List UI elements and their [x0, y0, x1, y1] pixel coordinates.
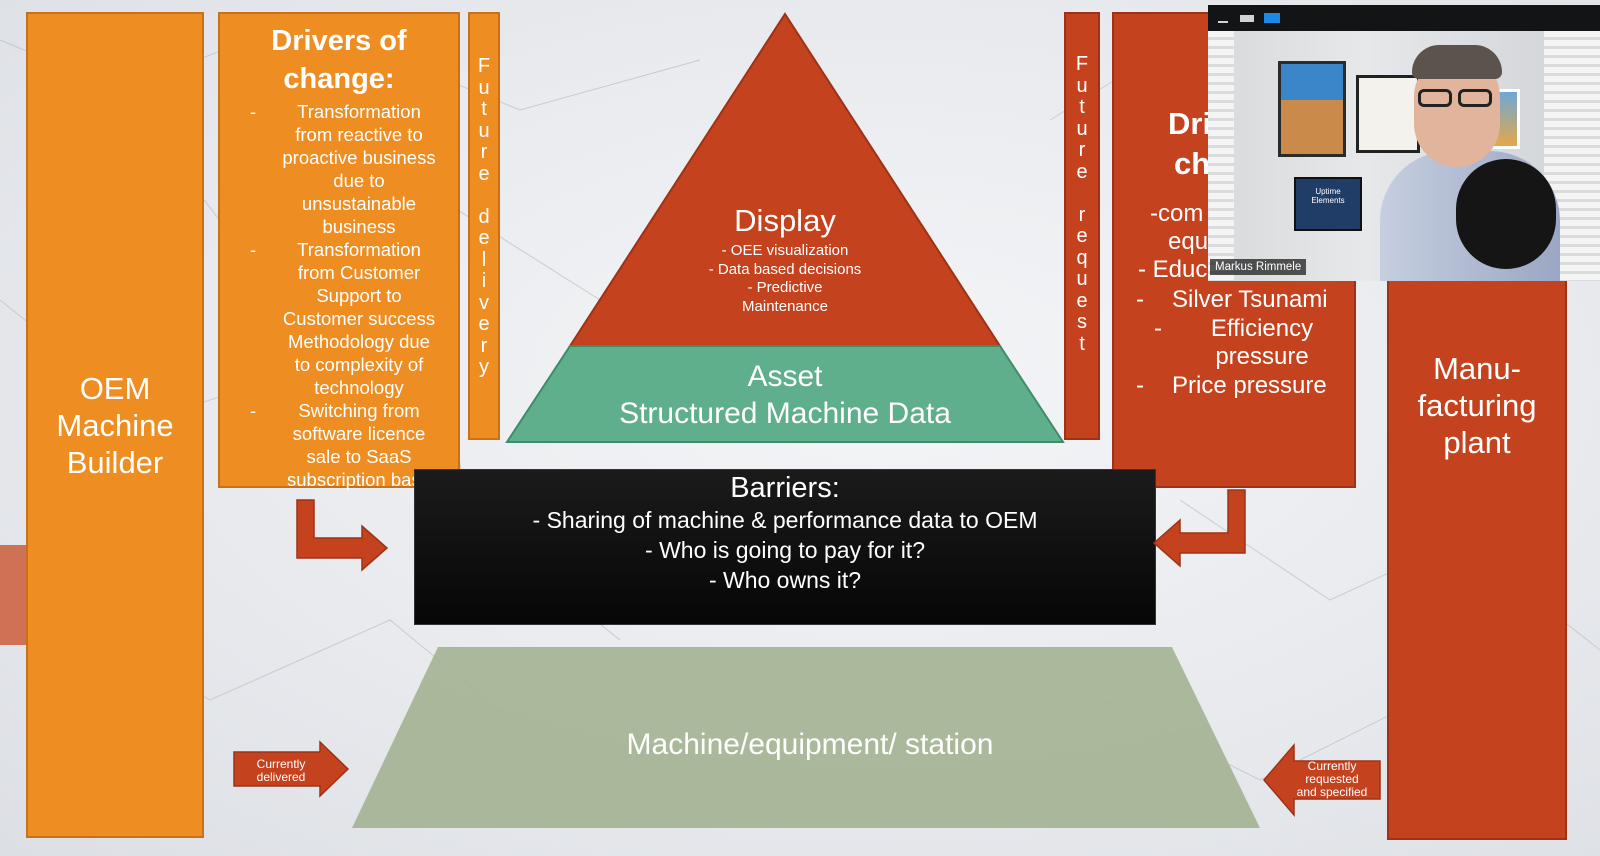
minimize-icon[interactable] — [1218, 21, 1228, 23]
pyramid-graphic — [505, 12, 1065, 443]
video-call-overlay[interactable]: Uptime Elements Markus Rimmele — [1208, 5, 1600, 281]
drivers-right-item: Silver Tsunami — [1172, 286, 1328, 313]
video-toolbar — [1208, 5, 1600, 31]
list-item: -Transformation from Customer Support to… — [250, 239, 436, 398]
oem-machine-builder-box: OEM Machine Builder — [26, 12, 204, 838]
machine-equipment-base — [352, 647, 1260, 828]
list-item: - Who is going to pay for it? — [645, 537, 925, 563]
drivers-right-title-line2: ch — [1174, 146, 1211, 181]
list-item: -Transformation from reactive to proacti… — [250, 101, 436, 237]
participant-video: Uptime Elements Markus Rimmele — [1208, 31, 1600, 281]
drivers-of-change-left-box: Drivers of change: -Transformation from … — [218, 12, 460, 491]
drivers-right-partial-line: - Educ — [1138, 256, 1208, 283]
drivers-of-change-list: -Transformation from reactive to proacti… — [220, 100, 458, 491]
display-items: - OEE visualization - Data based decisio… — [660, 242, 910, 316]
list-item: - Data based decisions — [708, 260, 862, 278]
list-item: - Sharing of machine & performance data … — [532, 507, 1038, 533]
drivers-right-partial-line: -com — [1150, 200, 1204, 227]
display-title: Display — [734, 203, 836, 238]
barriers-title: Barriers: — [730, 472, 840, 504]
drivers-right-item: Efficiency pressure — [1210, 315, 1314, 370]
fullscreen-icon[interactable] — [1264, 13, 1280, 23]
list-item: - Who owns it? — [708, 567, 862, 593]
wall-picture — [1278, 61, 1346, 157]
oem-machine-builder-label: OEM Machine Builder — [56, 370, 174, 480]
list-item: - Predictive Maintenance — [742, 279, 828, 315]
restore-icon[interactable] — [1240, 15, 1254, 22]
list-item: -Switching from software licence sale to… — [250, 400, 431, 490]
drivers-right-item: Price pressure — [1172, 372, 1327, 399]
currently-delivered-arrow-icon — [233, 740, 350, 798]
participant-name-tag: Markus Rimmele — [1210, 259, 1307, 275]
manufacturing-plant-label: Manu- facturing plant — [1417, 351, 1537, 460]
arrow-right-into-barriers-icon — [1152, 489, 1246, 568]
microphone — [1456, 159, 1556, 269]
arrow-left-into-barriers-icon — [296, 499, 389, 572]
pyramid-asset-layer — [505, 345, 1065, 443]
wall-certificate — [1356, 75, 1420, 153]
drivers-right-partial-line: equ — [1168, 228, 1209, 255]
drivers-of-change-title: Drivers of change: — [271, 25, 407, 95]
currently-requested-label: Currently requested and specified — [1296, 759, 1368, 799]
currently-delivered-label: Currently delivered — [256, 757, 306, 784]
wall-poster: Uptime Elements — [1294, 177, 1362, 231]
currently-requested-arrow-icon — [1263, 743, 1381, 817]
manufacturing-plant-box: Manu- facturing plant — [1387, 258, 1567, 840]
person-hair — [1412, 45, 1502, 79]
list-item: - OEE visualization — [721, 242, 849, 259]
asset-structured-data-label: Asset Structured Machine Data — [619, 360, 951, 430]
barriers-box: Barriers: - Sharing of machine & perform… — [414, 469, 1156, 625]
machine-equipment-label: Machine/equipment/ station — [626, 728, 994, 761]
